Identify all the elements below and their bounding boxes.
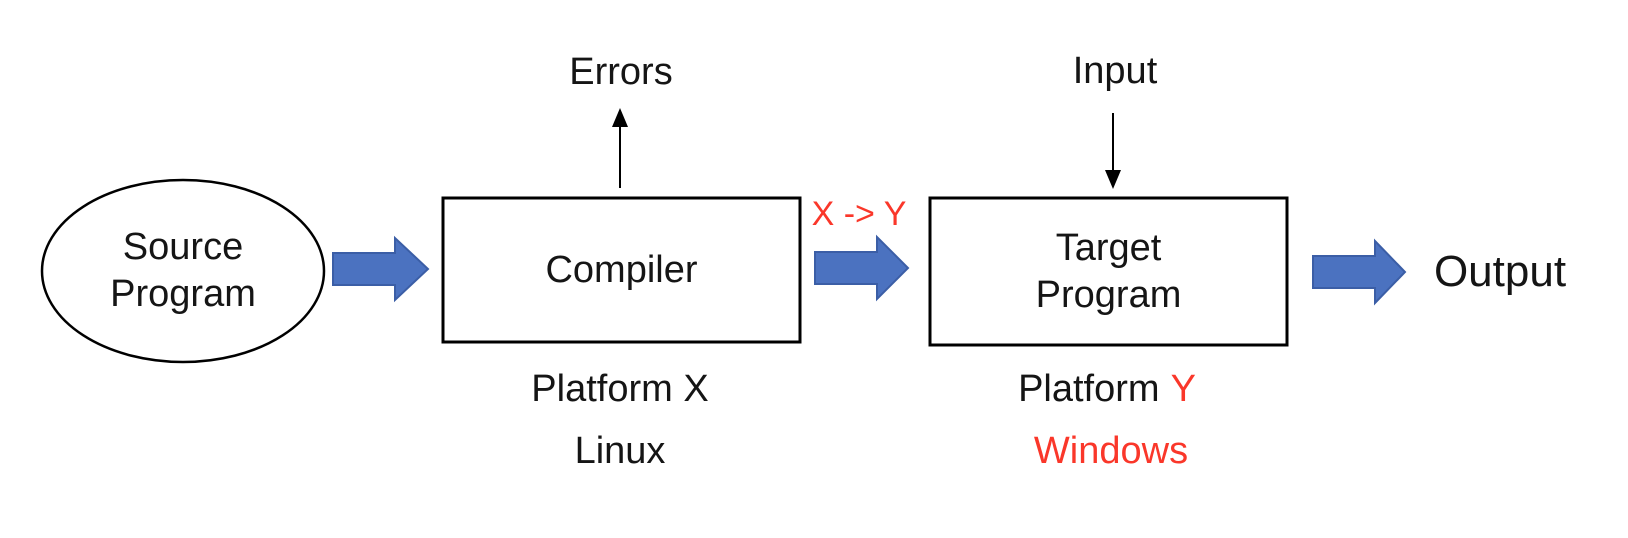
target-platform-label: Platform Y bbox=[957, 367, 1257, 413]
errors-arrowhead bbox=[612, 108, 628, 127]
target-program-label: Target Program bbox=[1035, 226, 1182, 316]
errors-arrow-icon bbox=[612, 108, 628, 188]
target-platform-suffix: Y bbox=[1170, 368, 1196, 410]
compiler-box bbox=[441, 196, 802, 344]
arrow-target-to-output-icon bbox=[1312, 238, 1407, 306]
translation-x-to-y-label: X -> Y bbox=[811, 195, 907, 233]
target-os-label: Windows bbox=[1033, 430, 1189, 472]
compiler-platform-label: Platform X bbox=[531, 368, 709, 410]
source-program-ellipse bbox=[40, 178, 326, 364]
compiler-os-label: Linux bbox=[574, 430, 666, 472]
input-arrow-icon bbox=[1105, 113, 1121, 189]
target-program-box bbox=[928, 196, 1289, 347]
input-arrowhead bbox=[1105, 170, 1121, 189]
arrow-source-to-compiler-icon bbox=[332, 235, 430, 303]
source-program-label: Source Program bbox=[110, 226, 256, 315]
input-label: Input bbox=[1072, 50, 1158, 92]
errors-label: Errors bbox=[569, 51, 673, 93]
target-platform-prefix: Platform bbox=[1018, 368, 1160, 410]
arrow-compiler-to-target-icon bbox=[814, 234, 910, 302]
output-label: Output bbox=[1433, 247, 1567, 296]
compiler-label: Compiler bbox=[545, 248, 698, 291]
